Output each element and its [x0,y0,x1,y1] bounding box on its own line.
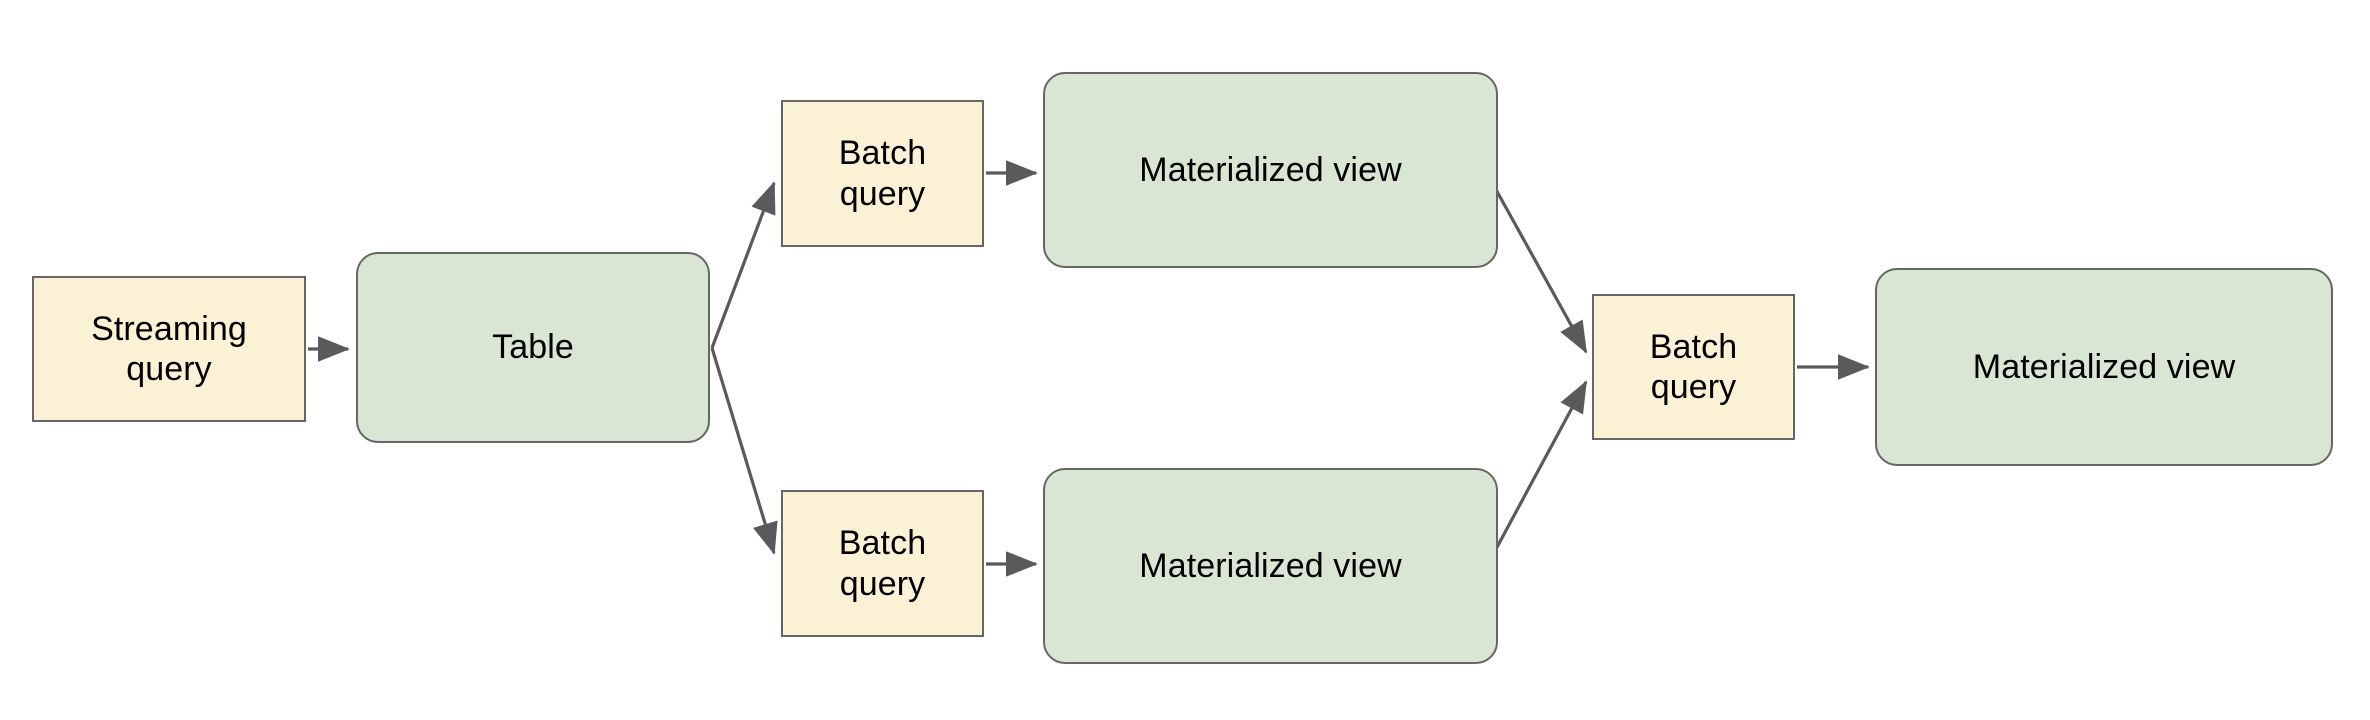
node-materialized-view-bottom-label: Materialized view [1139,546,1402,585]
node-materialized-view-right[interactable]: Materialized view [1875,268,2333,466]
node-batch-query-bottom-label: Batch query [838,524,927,603]
node-table[interactable]: Table [356,252,710,443]
node-batch-query-top[interactable]: Batch query [781,100,984,247]
node-batch-query-top-label: Batch query [838,134,927,213]
node-materialized-view-top[interactable]: Materialized view [1043,72,1498,268]
node-table-label: Table [492,328,574,367]
node-batch-query-bottom[interactable]: Batch query [781,490,984,637]
edge-mv-top-to-batch-right [1487,176,1588,354]
node-batch-query-right-label: Batch query [1649,327,1738,406]
node-streaming-query-label: Streaming query [91,309,247,388]
node-materialized-view-top-label: Materialized view [1139,150,1402,189]
edge-table-to-batch-top [710,181,776,349]
edge-table-to-batch-bottom [710,347,778,555]
node-materialized-view-bottom[interactable]: Materialized view [1043,468,1498,664]
node-materialized-view-right-label: Materialized view [1972,347,2236,386]
edge-mv-bottom-to-batch-right [1487,380,1588,563]
node-batch-query-right[interactable]: Batch query [1592,294,1795,440]
node-streaming-query[interactable]: Streaming query [32,276,306,422]
